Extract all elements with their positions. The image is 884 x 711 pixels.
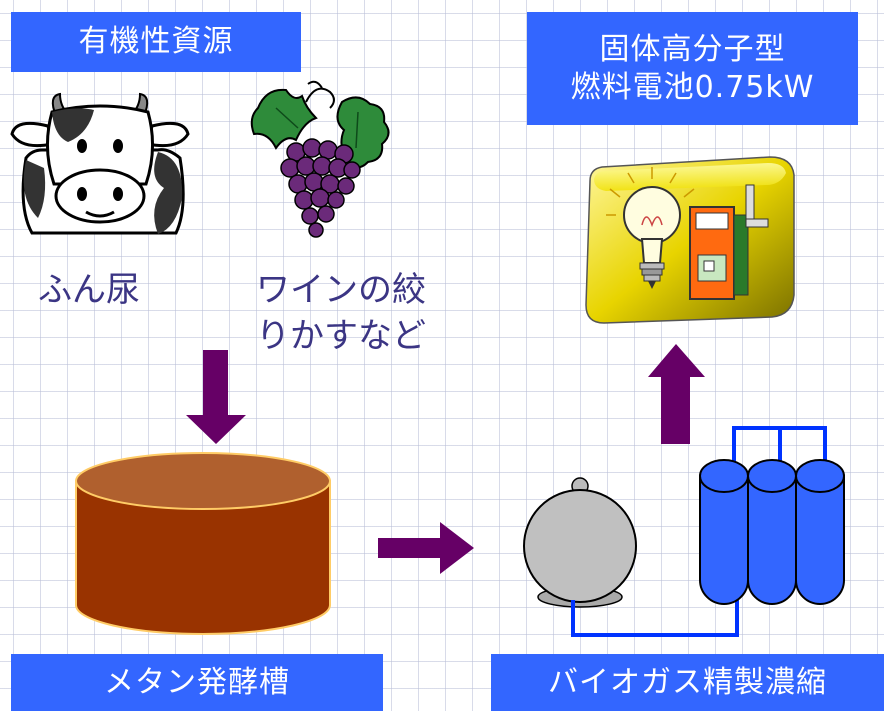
grape-caption-line1: ワインの絞 bbox=[256, 270, 426, 310]
grape-caption-line2: りかすなど bbox=[256, 315, 426, 356]
organic-resources-label: 有機性資源 bbox=[11, 12, 301, 72]
fuel-cell-label: 固体高分子型 燃料電池0.75kW bbox=[527, 12, 858, 125]
right-arrow-icon bbox=[378, 522, 474, 574]
biogas-refining-text: バイオガス精製濃縮 bbox=[548, 664, 827, 700]
methane-fermenter-text: メタン発酵槽 bbox=[104, 664, 290, 700]
fuel-cell-unit-icon bbox=[689, 184, 769, 300]
biogas-refining-label: バイオガス精製濃縮 bbox=[491, 654, 884, 711]
light-bulb-icon bbox=[606, 167, 695, 289]
fuel-cell-text-line1: 固体高分子型 bbox=[599, 32, 786, 67]
manure-caption: ふん尿 bbox=[38, 270, 140, 310]
methane-fermenter-label: メタン発酵槽 bbox=[11, 654, 383, 711]
fuel-cell-icon bbox=[585, 156, 795, 324]
grape-icon bbox=[250, 80, 390, 238]
cow-icon bbox=[10, 92, 190, 235]
down-arrow-icon bbox=[186, 350, 246, 444]
gas-holder-icon bbox=[523, 477, 637, 608]
organic-resources-text: 有機性資源 bbox=[78, 24, 234, 60]
gas-cylinders-icon bbox=[699, 459, 845, 605]
fermenter-tank-icon bbox=[75, 452, 331, 635]
up-arrow-icon bbox=[648, 344, 705, 444]
grape-caption: ワインの絞 りかすなど bbox=[256, 268, 426, 360]
fuel-cell-text-line2: 燃料電池0.75kW bbox=[570, 69, 815, 105]
